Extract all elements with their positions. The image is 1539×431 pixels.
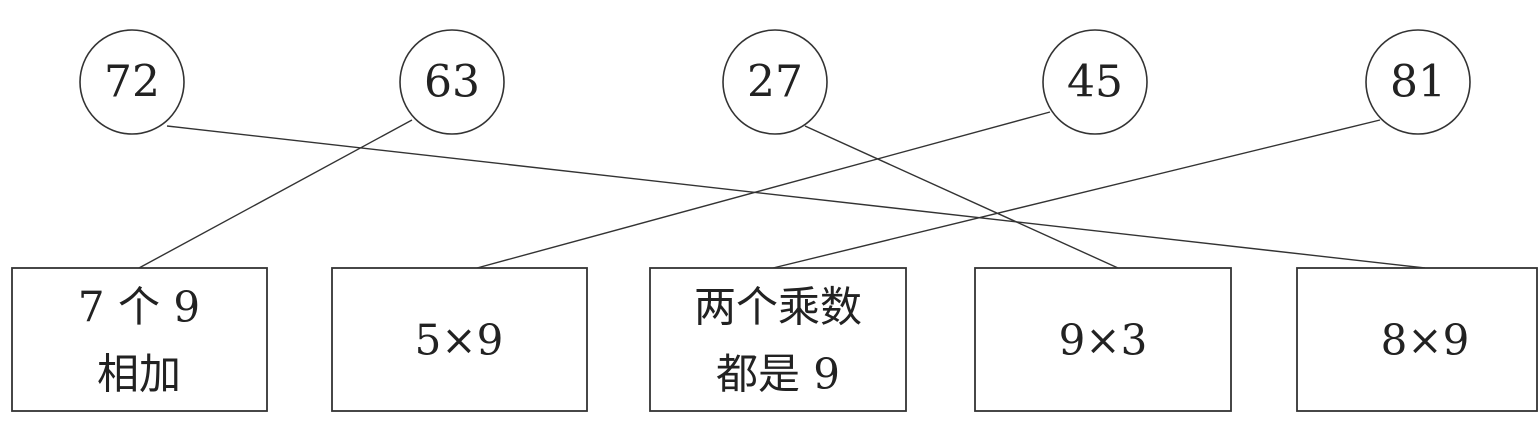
- connection-line-n81-e3: [772, 119, 1381, 269]
- expression-line: 8×9: [1381, 316, 1470, 365]
- connection-line-n72-e5: [166, 125, 1426, 269]
- connection-line-n45-e2: [476, 111, 1051, 269]
- expression-line: 相加: [97, 350, 181, 399]
- number-node-63: 63: [399, 29, 505, 135]
- number-label: 45: [1067, 57, 1123, 108]
- expression-line: 两个乘数: [694, 283, 862, 332]
- expression-box-3: 两个乘数 都是 9: [649, 267, 907, 412]
- number-node-45: 45: [1042, 29, 1148, 135]
- number-node-81: 81: [1365, 29, 1471, 135]
- expression-line: 都是 9: [716, 350, 840, 399]
- expression-line: 9×3: [1059, 316, 1148, 365]
- number-node-72: 72: [79, 29, 185, 135]
- number-label: 81: [1390, 57, 1446, 108]
- expression-line: 7 个 9: [78, 283, 200, 332]
- connection-lines: [138, 111, 1426, 269]
- expression-line: 5×9: [415, 316, 504, 365]
- expression-box-1: 7 个 9 相加: [11, 267, 268, 412]
- expression-box-4: 9×3: [974, 267, 1232, 412]
- number-node-27: 27: [722, 29, 828, 135]
- number-label: 27: [747, 57, 803, 108]
- connection-line-n27-e4: [804, 125, 1119, 269]
- number-label: 72: [104, 57, 160, 108]
- number-label: 63: [424, 57, 480, 108]
- expression-box-2: 5×9: [331, 267, 588, 412]
- expression-box-5: 8×9: [1296, 267, 1538, 412]
- connection-line-n63-e1: [138, 119, 413, 269]
